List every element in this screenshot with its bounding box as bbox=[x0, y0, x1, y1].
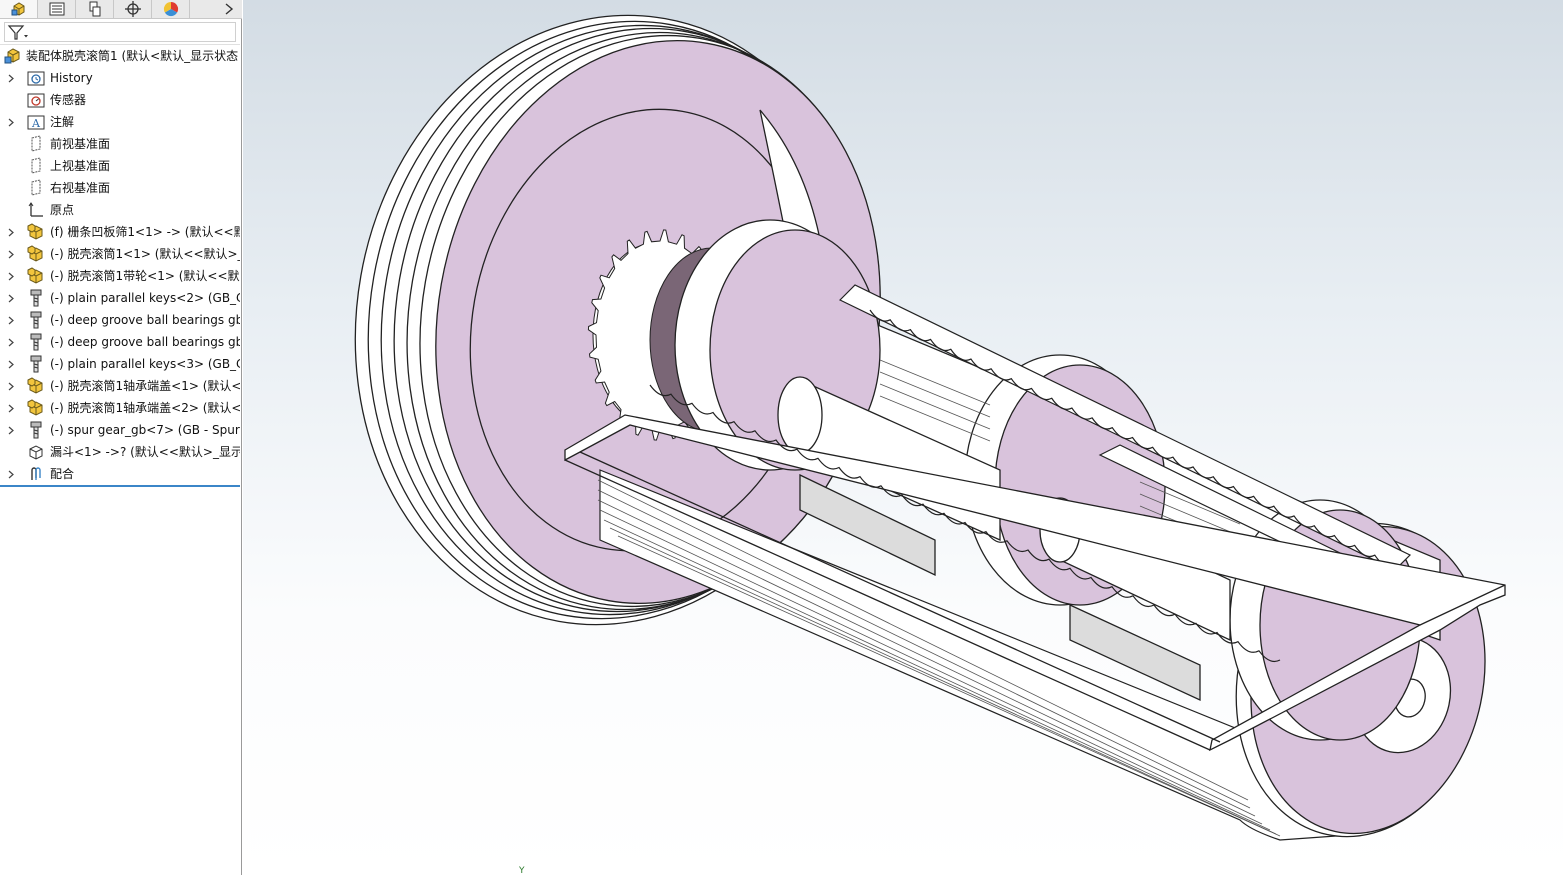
toolbox-part-icon bbox=[26, 288, 46, 308]
graphics-viewport[interactable]: Y bbox=[243, 0, 1563, 875]
filter-row bbox=[0, 20, 240, 45]
expand-arrow-icon[interactable] bbox=[8, 337, 16, 347]
tree-filter-button[interactable] bbox=[4, 22, 236, 42]
tree-item[interactable]: (-) plain parallel keys<2> (GB_CO bbox=[0, 287, 240, 309]
tree-root-label: 装配体脱壳滚筒1 (默认<默认_显示状态 bbox=[26, 49, 239, 63]
expand-arrow-icon[interactable] bbox=[8, 315, 16, 325]
triad-y-label: Y bbox=[519, 866, 525, 875]
tree-item-label: 上视基准面 bbox=[50, 159, 111, 173]
tree-item[interactable]: A 注解 bbox=[0, 111, 240, 133]
tree-item[interactable]: 配合 bbox=[0, 463, 240, 485]
tree-item-label: (-) spur gear_gb<7> (GB - Spur bbox=[50, 423, 240, 437]
mates-icon bbox=[26, 464, 46, 484]
part-icon bbox=[26, 442, 46, 462]
tree-item-label: History bbox=[50, 71, 93, 85]
tree-item-label: 漏斗<1> ->? (默认<<默认>_显示 bbox=[50, 445, 240, 459]
sensor-icon bbox=[26, 90, 46, 110]
tree-item[interactable]: (-) deep groove ball bearings gb bbox=[0, 309, 240, 331]
chevron-right-icon bbox=[225, 3, 234, 15]
tree-item[interactable]: (-) 脱壳滚筒1轴承端盖<2> (默认<< bbox=[0, 397, 240, 419]
expand-arrow-icon[interactable] bbox=[8, 293, 16, 303]
configuration-tab[interactable] bbox=[76, 0, 114, 18]
plane-icon bbox=[26, 134, 46, 154]
tree-item-label: (-) deep groove ball bearings gb bbox=[50, 335, 240, 349]
expand-arrow-icon[interactable] bbox=[8, 117, 16, 127]
assembly-icon bbox=[3, 46, 23, 66]
subassembly-icon bbox=[26, 376, 46, 396]
tree-end-divider bbox=[0, 485, 240, 487]
subassembly-icon bbox=[26, 398, 46, 418]
subassembly-icon bbox=[26, 266, 46, 286]
annotation-icon: A bbox=[26, 112, 46, 132]
tree-item[interactable]: (-) 脱壳滚筒1带轮<1> (默认<<默认 bbox=[0, 265, 240, 287]
tree-item-label: 右视基准面 bbox=[50, 181, 111, 195]
expand-arrow-icon[interactable] bbox=[8, 381, 16, 391]
expand-arrow-icon[interactable] bbox=[8, 403, 16, 413]
tree-item-label: 原点 bbox=[50, 203, 75, 217]
expand-arrow-icon[interactable] bbox=[8, 227, 16, 237]
expand-arrow-icon[interactable] bbox=[8, 469, 16, 479]
origin-icon bbox=[26, 200, 46, 220]
filter-funnel-icon bbox=[7, 25, 28, 40]
tree-item-label: 注解 bbox=[50, 115, 75, 129]
tree-item[interactable]: 漏斗<1> ->? (默认<<默认>_显示 bbox=[0, 441, 240, 463]
tree-item-label: 前视基准面 bbox=[50, 137, 111, 151]
history-folder-icon bbox=[26, 68, 46, 88]
plane-icon bbox=[26, 156, 46, 176]
crosshair-icon bbox=[124, 1, 141, 17]
tree-item[interactable]: (-) 脱壳滚筒1轴承端盖<1> (默认<< bbox=[0, 375, 240, 397]
color-wheel-icon bbox=[163, 1, 178, 17]
tree-item-label: (-) deep groove ball bearings gb bbox=[50, 313, 240, 327]
configuration-icon bbox=[89, 1, 100, 17]
property-icon bbox=[49, 2, 64, 16]
expand-arrow-icon[interactable] bbox=[8, 359, 16, 369]
tree-item[interactable]: 原点 bbox=[0, 199, 240, 221]
assembly-model-render bbox=[354, 14, 1506, 841]
tree-item[interactable]: (f) 栅条凹板筛1<1> -> (默认<<默认 bbox=[0, 221, 240, 243]
tree-item-label: (-) plain parallel keys<2> (GB_CO bbox=[50, 291, 240, 305]
assembly-tab-icon bbox=[11, 2, 24, 16]
expand-arrow-icon[interactable] bbox=[8, 249, 16, 259]
plane-icon bbox=[26, 178, 46, 198]
toolbox-part-icon bbox=[26, 310, 46, 330]
featuremanager-tab[interactable] bbox=[0, 0, 38, 18]
tree-item-label: (-) 脱壳滚筒1轴承端盖<1> (默认<< bbox=[50, 379, 240, 393]
tree-item-label: (-) plain parallel keys<3> (GB_CO bbox=[50, 357, 240, 371]
tree-item[interactable]: (-) 脱壳滚筒1<1> (默认<<默认>_显 bbox=[0, 243, 240, 265]
tree-item[interactable]: 前视基准面 bbox=[0, 133, 240, 155]
hopper-frame bbox=[564, 384, 1506, 752]
tab-scroll-right-button[interactable] bbox=[216, 0, 242, 18]
tree-item-label: (-) 脱壳滚筒1<1> (默认<<默认>_显 bbox=[50, 247, 240, 261]
tree-root-assembly[interactable]: 装配体脱壳滚筒1 (默认<默认_显示状态 bbox=[0, 45, 240, 67]
tree-item[interactable]: (-) spur gear_gb<7> (GB - Spur bbox=[0, 419, 240, 441]
tree-item[interactable]: (-) deep groove ball bearings gb bbox=[0, 331, 240, 353]
view-triad-y-axis: Y bbox=[519, 862, 529, 875]
tree-item[interactable]: 传感器 bbox=[0, 89, 240, 111]
panel-tab-bar bbox=[0, 0, 242, 19]
tree-item[interactable]: History bbox=[0, 67, 240, 89]
tree-item-label: 传感器 bbox=[50, 93, 87, 107]
tree-item[interactable]: (-) plain parallel keys<3> (GB_CO bbox=[0, 353, 240, 375]
tree-item-label: (-) 脱壳滚筒1带轮<1> (默认<<默认 bbox=[50, 269, 240, 283]
tree-item-label: 配合 bbox=[50, 467, 75, 481]
expand-arrow-icon[interactable] bbox=[8, 73, 16, 83]
display-tab[interactable] bbox=[152, 0, 190, 18]
toolbox-part-icon bbox=[26, 332, 46, 352]
tree-item[interactable]: 上视基准面 bbox=[0, 155, 240, 177]
svg-text:A: A bbox=[31, 117, 41, 130]
toolbox-part-icon bbox=[26, 354, 46, 374]
tree-item-label: (-) 脱壳滚筒1轴承端盖<2> (默认<< bbox=[50, 401, 240, 415]
expand-arrow-icon[interactable] bbox=[8, 425, 16, 435]
tree-item[interactable]: 右视基准面 bbox=[0, 177, 240, 199]
propertymanager-tab[interactable] bbox=[38, 0, 76, 18]
toolbox-part-icon bbox=[26, 420, 46, 440]
dimxpert-tab[interactable] bbox=[114, 0, 152, 18]
subassembly-icon bbox=[26, 244, 46, 264]
feature-manager-panel: 装配体脱壳滚筒1 (默认<默认_显示状态 History 传感器 A 注解前视基准面上… bbox=[0, 0, 242, 875]
expand-arrow-icon[interactable] bbox=[8, 271, 16, 281]
tree-item-label: (f) 栅条凹板筛1<1> -> (默认<<默认 bbox=[50, 225, 240, 239]
subassembly-icon bbox=[26, 222, 46, 242]
